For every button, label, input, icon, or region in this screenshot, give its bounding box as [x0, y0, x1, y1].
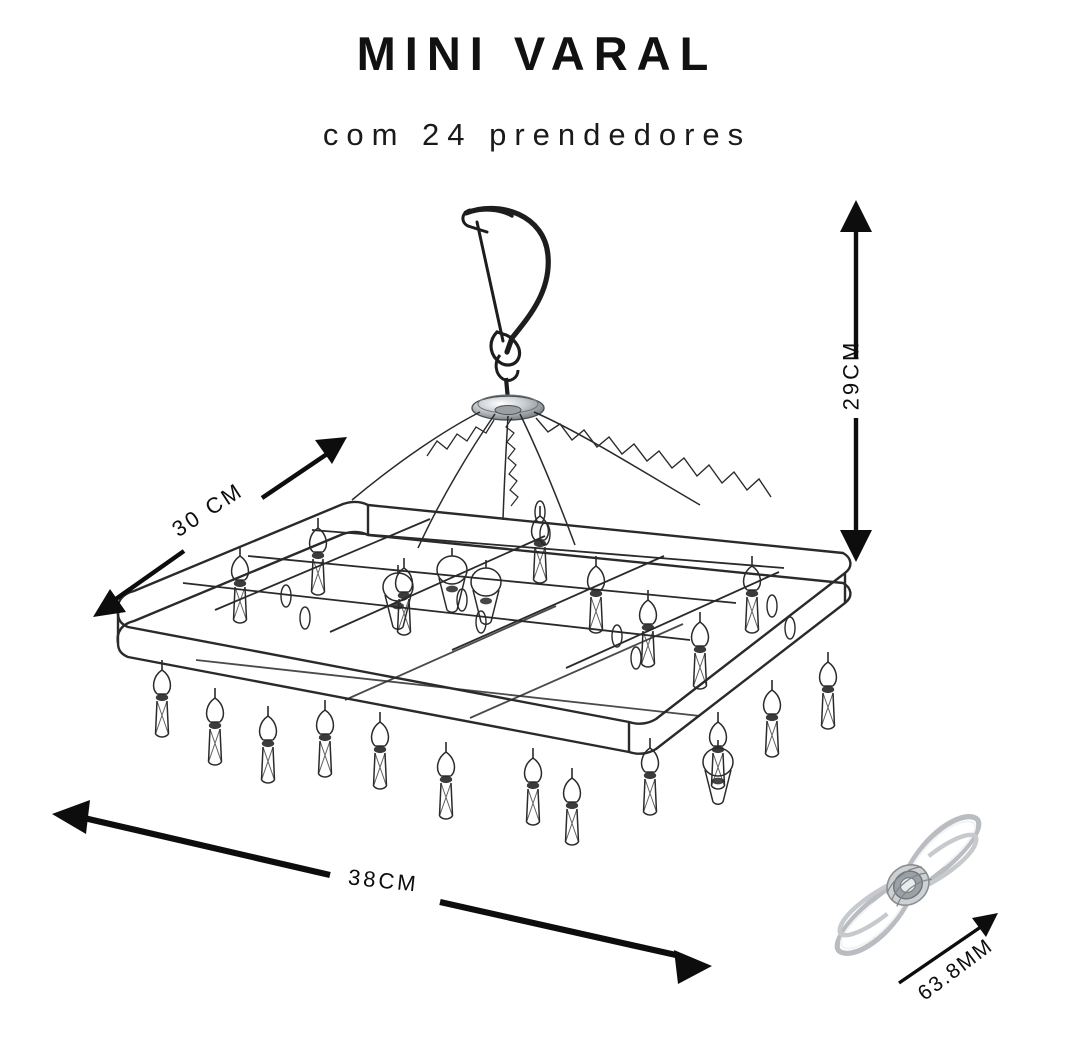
dimension-label-depth: 30 CM — [167, 477, 248, 542]
hanging-links — [280, 500, 796, 670]
spring-coil — [886, 864, 932, 907]
rack-inner-bars — [182, 518, 785, 719]
clothespin-object — [834, 814, 982, 956]
suspension-chain-center — [505, 417, 519, 507]
dimension-label-clip-length: 63.8MM — [913, 933, 998, 1006]
dimension-label-height: 29CM — [838, 339, 864, 411]
clip-group-interior — [382, 547, 734, 806]
suspension-wires — [351, 411, 701, 549]
dimension-arrow-depth — [93, 437, 347, 617]
swivel-hub — [471, 394, 545, 421]
page-subtitle: com 24 prendedores — [322, 117, 752, 152]
clip-group-front-right — [436, 651, 838, 846]
suspension-chain-left — [426, 419, 495, 457]
suspension-chain-right — [535, 417, 772, 498]
clip-group-back — [230, 505, 762, 690]
rack-frame — [116, 500, 852, 755]
hanger-hook — [461, 205, 551, 401]
dimension-label-width: 38CM — [346, 864, 420, 897]
clip-group-front-left — [152, 659, 390, 790]
page-title: MINI VARAL — [356, 27, 718, 80]
